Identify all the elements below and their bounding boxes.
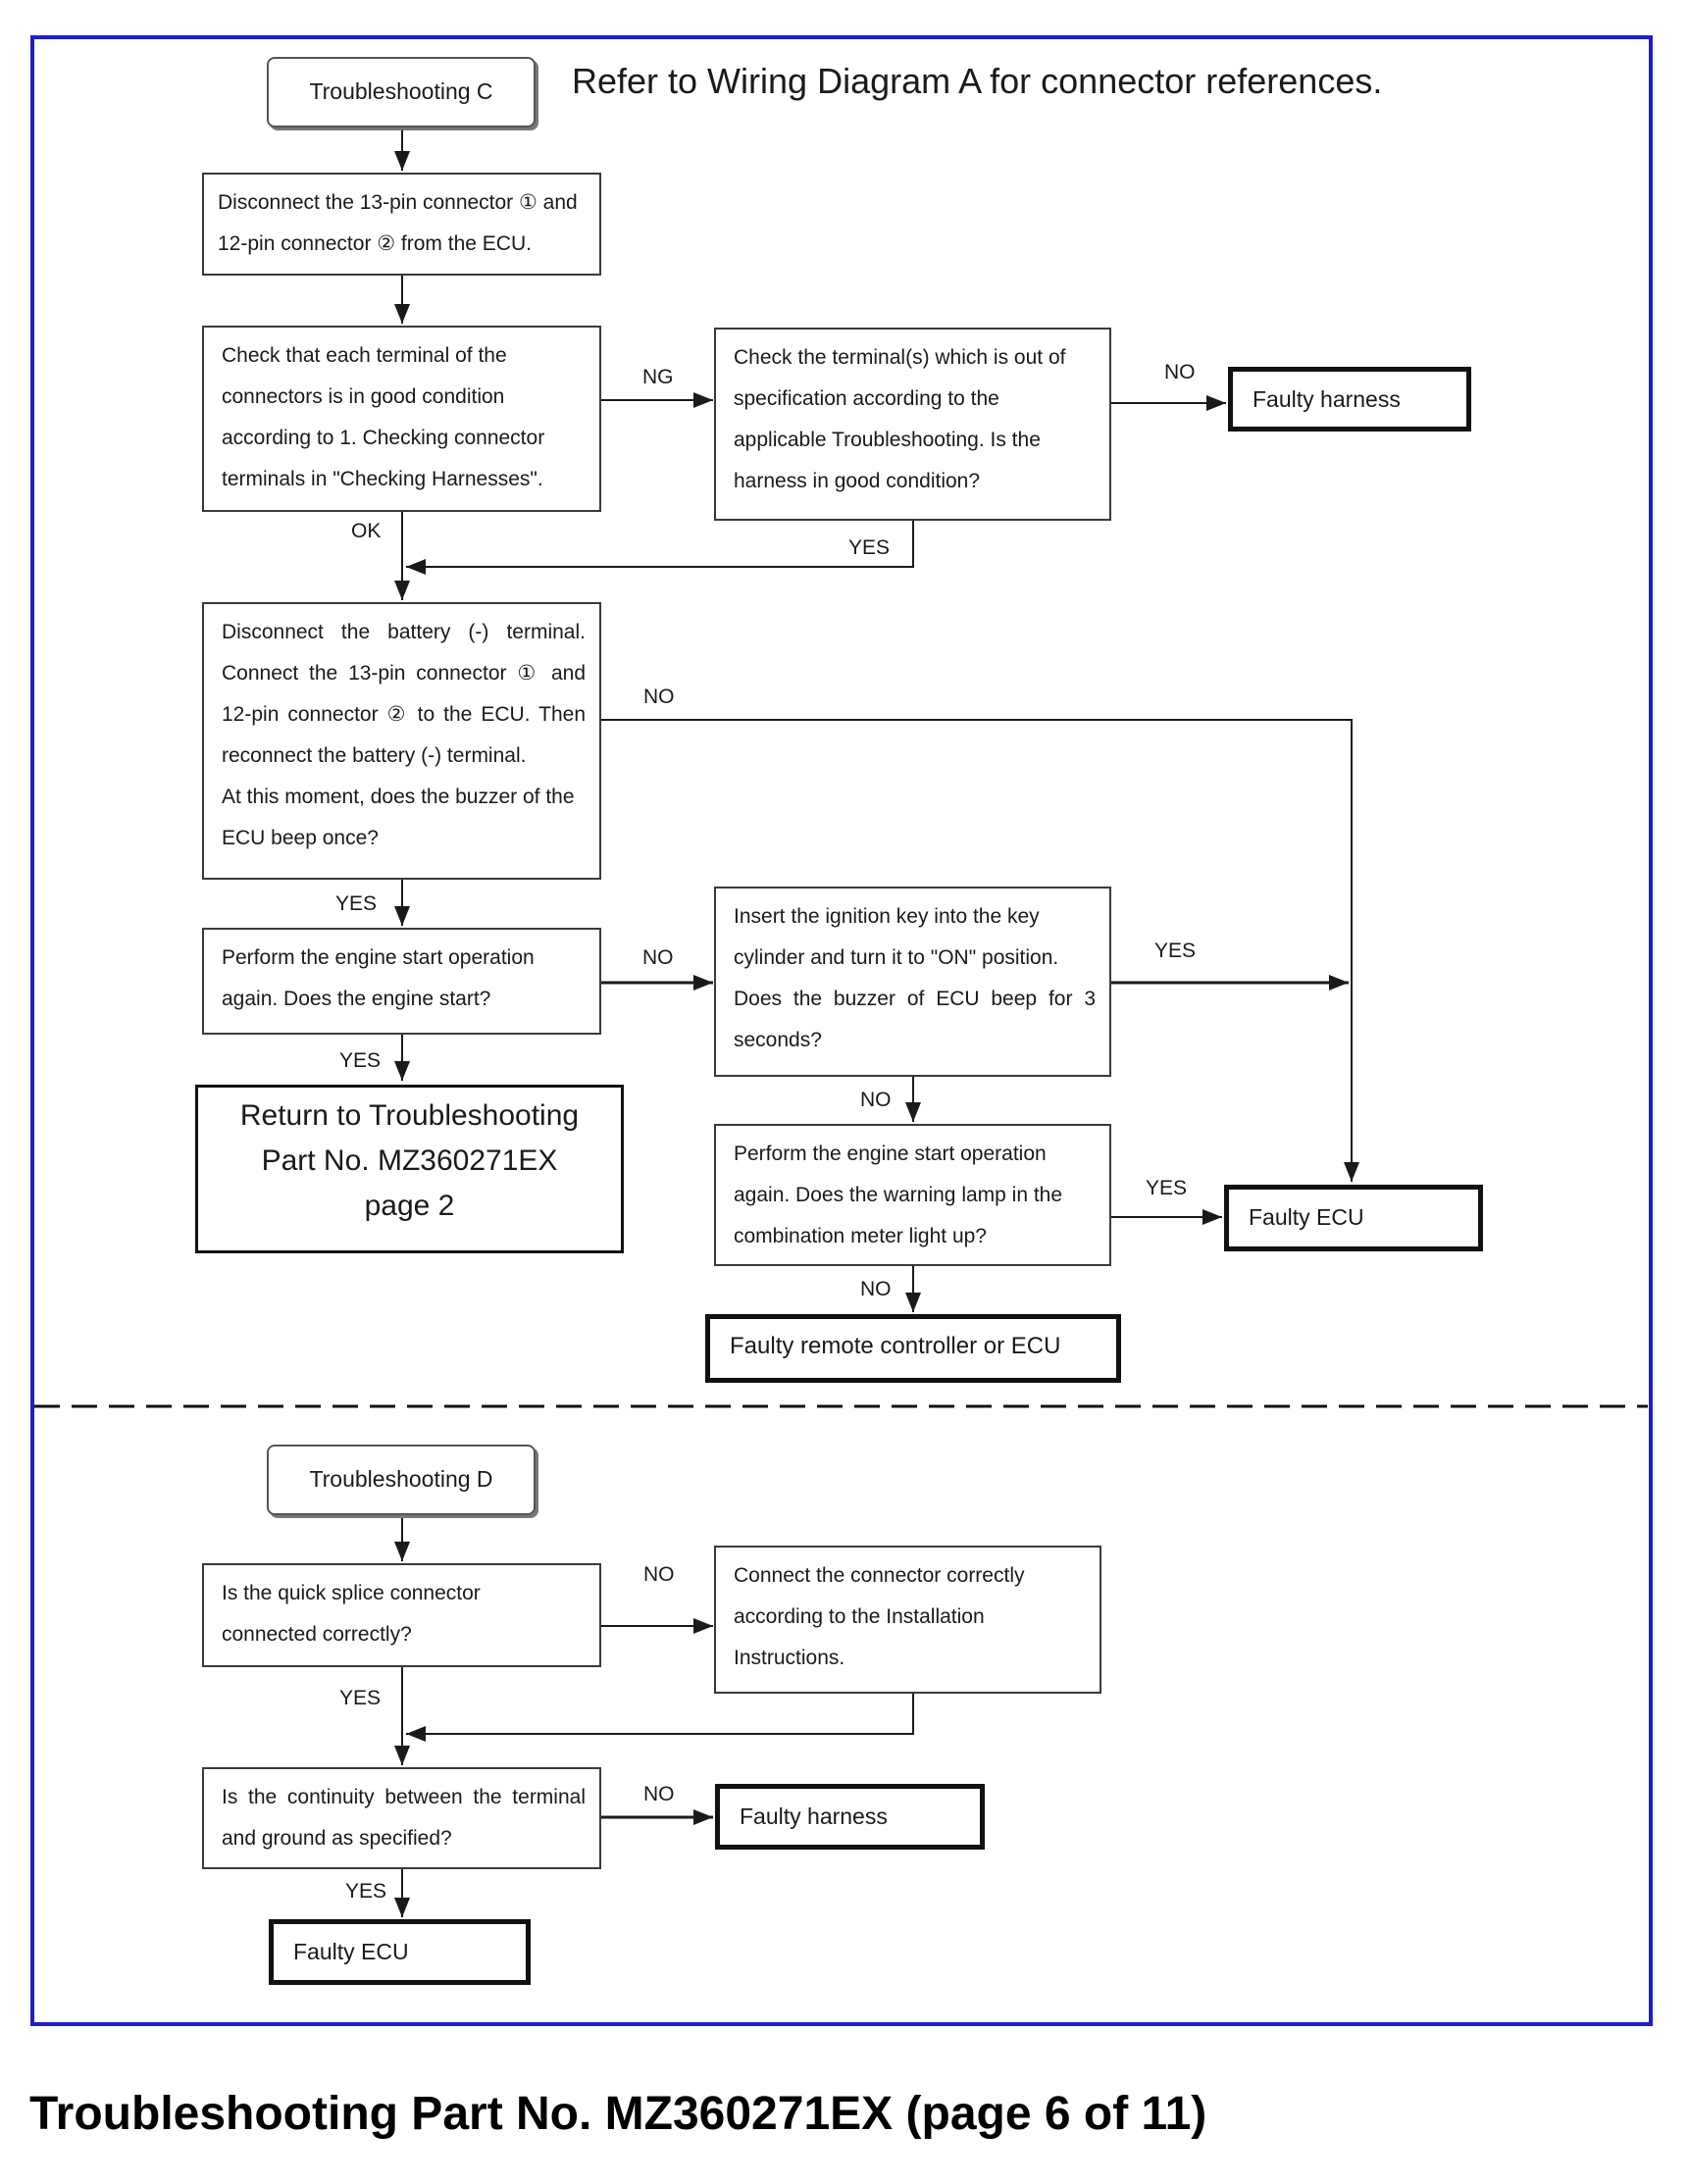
step-text-line: according to 1. Checking connector [222,427,545,449]
step-text-line: again. Does the engine start? [222,988,491,1010]
page-frame [30,35,1653,2026]
step-text-line: Connect the 13-pin connector ① and [222,662,586,685]
step-text-line: specification according to the [734,387,999,410]
step-text-line: Is the continuity between the terminal [222,1786,586,1808]
result-faulty-ecu: Faulty ECU [1224,1185,1483,1251]
result-faulty-ecu-d: Faulty ECU [269,1919,531,1985]
step-text-line: according to the Installation [734,1605,985,1628]
step-text-line: Connect the connector correctly [734,1564,1025,1587]
step-engine-start: Perform the engine start operation again… [202,928,601,1035]
result-faulty-harness: Faulty harness [1228,367,1471,432]
branch-label-yes: YES [848,536,891,559]
branch-label-yes: YES [339,1687,382,1709]
branch-label-yes: YES [1146,1177,1188,1199]
branch-label-no: NO [643,686,675,708]
step-check-terminals: Check that each terminal of the connecto… [202,326,601,512]
troubleshooting-d-start: Troubleshooting D [267,1445,536,1515]
step-text-line: Disconnect the 13-pin connector ① and [218,191,578,214]
branch-label-yes: YES [339,1049,382,1072]
step-text-line: Perform the engine start operation [222,946,535,969]
result-label-line: Part No. MZ360271EX [261,1144,558,1177]
step-text-line: Does the buzzer of ECU beep for 3 [734,988,1096,1010]
step-text-line: 12-pin connector ② to the ECU. Then [222,703,586,726]
step-text-line: cylinder and turn it to "ON" position. [734,946,1059,969]
step-text-line: combination meter light up? [734,1225,987,1247]
step-continuity-check: Is the continuity between the terminal a… [202,1767,601,1869]
step-text-line: and ground as specified? [222,1827,452,1850]
start-label: Troubleshooting C [309,78,493,104]
start-label: Troubleshooting D [309,1466,493,1492]
result-return-troubleshooting: Return to Troubleshooting Part No. MZ360… [195,1085,624,1253]
page-title: Troubleshooting Part No. MZ360271EX (pag… [29,2088,1207,2140]
arrow-step2b-yes [406,521,914,575]
result-label: Faulty harness [1253,386,1401,412]
step-text-line: ECU beep once? [222,827,379,849]
step-text-line: reconnect the battery (-) terminal. [222,744,527,767]
step-connect-connector: Connect the connector correctly accordin… [714,1546,1101,1694]
step-text-line: connectors is in good condition [222,385,505,408]
step-text-line: At this moment, does the buzzer of the [222,786,575,808]
step-text-line: harness in good condition? [734,470,981,492]
branch-label-yes: YES [335,892,378,915]
step-text-line: again. Does the warning lamp in the [734,1184,1063,1206]
branch-label-no: NO [643,1563,675,1586]
result-faulty-remote-or-ecu: Faulty remote controller or ECU [705,1314,1121,1383]
result-label: Faulty ECU [293,1939,409,1964]
branch-label-no: NO [860,1089,892,1111]
branch-label-ng: NG [642,366,674,388]
step-check-harness: Check the terminal(s) which is out of sp… [714,328,1111,521]
result-label: Faulty harness [740,1803,888,1829]
result-faulty-harness-d: Faulty harness [715,1784,985,1850]
step-text-line: 12-pin connector ② from the ECU. [218,232,532,255]
step-warning-lamp: Perform the engine start operation again… [714,1124,1111,1266]
step-text-line: Check that each terminal of the [222,344,507,367]
step-text-line: applicable Troubleshooting. Is the [734,429,1041,451]
branch-label-no: NO [860,1278,892,1300]
branch-label-no: NO [642,946,674,969]
step-text-line: connected correctly? [222,1623,412,1646]
step-text-line: Disconnect the battery (-) terminal. [222,621,586,643]
branch-label-no: NO [643,1783,675,1805]
branch-label-no: NO [1164,361,1196,383]
result-label: Faulty ECU [1249,1204,1364,1230]
line-step3-no [600,719,1359,1182]
troubleshooting-c-start: Troubleshooting C [267,57,536,127]
step-text-line: terminals in "Checking Harnesses". [222,468,543,490]
step-quick-splice: Is the quick splice connector connected … [202,1563,601,1667]
step-text-line: Perform the engine start operation [734,1143,1047,1165]
branch-label-yes: YES [1154,940,1197,962]
branch-label-ok: OK [351,520,382,542]
result-label: Faulty remote controller or ECU [730,1333,1061,1359]
step-text-line: Insert the ignition key into the key [734,905,1040,928]
step-text-line: Instructions. [734,1647,845,1669]
step-disconnect-connectors: Disconnect the 13-pin connector ① and 12… [202,173,601,276]
step-reconnect-battery: Disconnect the battery (-) terminal. Con… [202,602,601,880]
step-text-line: Check the terminal(s) which is out of [734,346,1066,369]
result-label-line: Return to Troubleshooting [239,1099,580,1132]
step-text-line: Is the quick splice connector [222,1582,481,1604]
arrow-d-step1b-back [406,1694,914,1742]
step-ignition-key: Insert the ignition key into the key cyl… [714,887,1111,1077]
branch-label-yes: YES [345,1880,387,1903]
step-text-line: seconds? [734,1029,822,1051]
result-label-line: page 2 [364,1190,455,1222]
wiring-reference-note: Refer to Wiring Diagram A for connector … [572,61,1383,101]
